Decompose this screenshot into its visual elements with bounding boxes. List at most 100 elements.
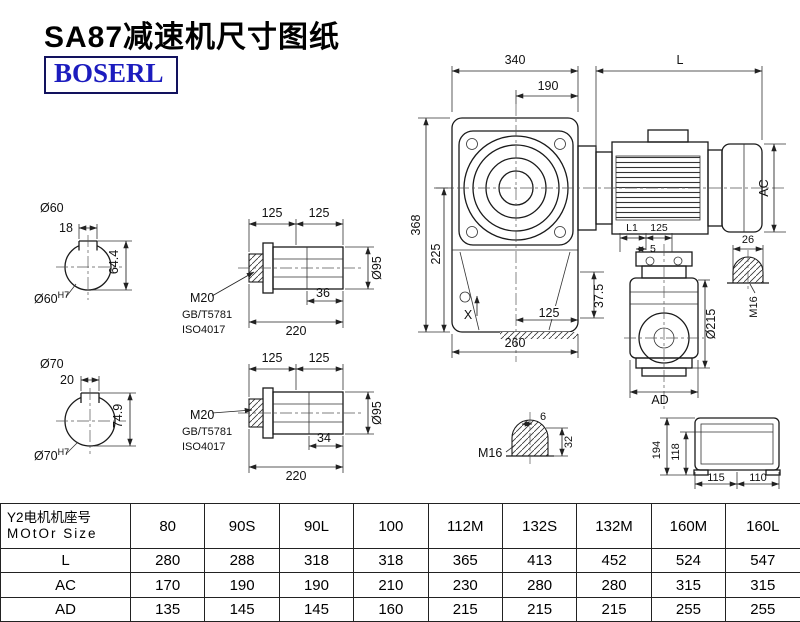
motor-size-header: Y2电机机座号 MOtOr Size xyxy=(0,502,131,550)
dim-value: 190 xyxy=(278,572,355,598)
motor-size-header-en: MOtOr Size xyxy=(7,526,98,542)
label-dia70-h7: Ø70H7 xyxy=(34,447,69,463)
label-gbt5781: GB/T5781 xyxy=(182,309,232,321)
dim-value: 452 xyxy=(576,548,652,574)
size-col-header: 160M xyxy=(650,502,727,550)
dim-value: 280 xyxy=(129,548,206,574)
brand-logo: BOSERL xyxy=(44,56,178,94)
dim-keyway-20: 20 xyxy=(60,373,74,387)
table-header-row: Y2电机机座号 MOtOr Size 80 90S 90L 100 112M 1… xyxy=(0,502,800,550)
row-label: AC xyxy=(0,572,131,598)
bore-section-70: 20 74.9 Ø70 Ø70H7 xyxy=(34,357,136,463)
label-iso4017: ISO4017 xyxy=(182,324,225,336)
hollow-shaft-bottom-view: 125 125 M20 GB/T5781 ISO4017 34 220 Ø95 xyxy=(182,351,384,483)
dim-value: 318 xyxy=(278,548,355,574)
motor-size-header-cn: Y2电机机座号 xyxy=(7,509,92,525)
size-col-header: 112M xyxy=(427,502,503,550)
dim-value: 145 xyxy=(278,596,355,622)
size-col-header: 100 xyxy=(353,502,429,550)
dim-value: 145 xyxy=(204,596,280,622)
dim-125-base: 125 xyxy=(539,306,560,320)
dim-value: 315 xyxy=(650,572,727,598)
label-gbt5781-b: GB/T5781 xyxy=(182,426,232,438)
dim-125-c: 125 xyxy=(262,351,283,365)
label-dia60-h7: Ø60H7 xyxy=(34,290,69,306)
dim-value: 190 xyxy=(204,572,280,598)
size-col-header: 90L xyxy=(278,502,355,550)
size-col-header: 80 xyxy=(129,502,206,550)
bore-section-60: 18 64.4 Ø60 Ø60H7 xyxy=(34,201,132,306)
dim-value: 547 xyxy=(725,548,800,574)
dim-194: 194 xyxy=(651,441,663,459)
dim-64-4: 64.4 xyxy=(107,250,121,274)
table-row-AC: AC 170 190 190 210 230 280 280 315 315 xyxy=(0,572,800,598)
size-col-header: 132M xyxy=(576,502,652,550)
label-x: X xyxy=(464,308,473,322)
label-dia60: Ø60 xyxy=(40,201,64,215)
dim-74-9: 74.9 xyxy=(111,404,125,428)
label-dia70: Ø70 xyxy=(40,357,64,371)
brand-logo-text: BOSERL xyxy=(54,58,164,88)
technical-drawing: 340 L 190 368 225 AC 37.5 125 260 X 18 6… xyxy=(34,53,786,489)
size-col-header: 160L xyxy=(725,502,800,550)
dim-26: 26 xyxy=(742,234,754,246)
dim-value: 280 xyxy=(501,572,578,598)
dim-value: 413 xyxy=(501,548,578,574)
dim-110: 110 xyxy=(749,472,767,484)
dim-value: 255 xyxy=(725,596,800,622)
dim-340: 340 xyxy=(505,53,526,67)
main-view: 340 L 190 368 225 AC 37.5 125 260 X xyxy=(409,53,786,362)
dim-value: 215 xyxy=(427,596,503,622)
dim-l1: L1 xyxy=(626,222,638,234)
dim-value: 255 xyxy=(650,596,727,622)
dim-value: 280 xyxy=(576,572,652,598)
dim-125-side: 125 xyxy=(650,222,668,234)
label-m16-side: M16 xyxy=(748,296,760,317)
dim-32: 32 xyxy=(563,436,575,448)
motor-end-view: 194 118 115 110 xyxy=(651,417,781,489)
size-col-header: 90S xyxy=(204,502,280,550)
label-m20-b: M20 xyxy=(190,408,214,422)
label-m20: M20 xyxy=(190,291,214,305)
dim-dia215: Ø215 xyxy=(704,309,718,340)
dim-118: 118 xyxy=(670,443,682,461)
dim-dia95: Ø95 xyxy=(370,256,384,280)
dimension-table: Y2电机机座号 MOtOr Size 80 90S 90L 100 112M 1… xyxy=(0,502,800,622)
dim-37-5: 37.5 xyxy=(592,284,606,308)
dim-125-d: 125 xyxy=(309,351,330,365)
dim-value: 230 xyxy=(427,572,503,598)
dim-190: 190 xyxy=(538,79,559,93)
dim-value: 170 xyxy=(129,572,206,598)
dim-value: 135 xyxy=(129,596,206,622)
dim-125-a: 125 xyxy=(262,206,283,220)
dim-6: 6 xyxy=(540,411,546,423)
dim-dia95-b: Ø95 xyxy=(370,401,384,425)
dim-125-b: 125 xyxy=(309,206,330,220)
dim-34: 34 xyxy=(317,431,331,445)
dim-260: 260 xyxy=(505,336,526,350)
dim-ad: AD xyxy=(651,393,668,407)
dim-L: L xyxy=(677,53,684,67)
label-m16-end: M16 xyxy=(478,446,502,460)
dim-value: 160 xyxy=(353,596,429,622)
label-iso4017-b: ISO4017 xyxy=(182,441,225,453)
dim-value: 210 xyxy=(353,572,429,598)
dim-value: 315 xyxy=(725,572,800,598)
dim-AC: AC xyxy=(757,179,771,196)
dim-368: 368 xyxy=(409,215,423,236)
gearbox-side-view: L1 125 5 Ø215 AD 26 M16 xyxy=(619,222,769,410)
dim-115: 115 xyxy=(707,472,725,484)
dim-value: 365 xyxy=(427,548,503,574)
dim-value: 524 xyxy=(650,548,727,574)
hollow-shaft-top-view: 125 125 M20 GB/T5781 ISO4017 36 220 Ø95 xyxy=(182,206,384,338)
dim-225: 225 xyxy=(429,244,443,265)
dim-36: 36 xyxy=(316,286,330,300)
table-row-AD: AD 135 145 145 160 215 215 215 255 255 xyxy=(0,596,800,622)
row-label: AD xyxy=(0,596,131,622)
row-label: L xyxy=(0,548,131,574)
dim-value: 215 xyxy=(501,596,578,622)
dim-220: 220 xyxy=(286,324,307,338)
dim-keyway-18: 18 xyxy=(59,221,73,235)
dim-value: 318 xyxy=(353,548,429,574)
table-row-L: L 280 288 318 318 365 413 452 524 547 xyxy=(0,548,800,574)
